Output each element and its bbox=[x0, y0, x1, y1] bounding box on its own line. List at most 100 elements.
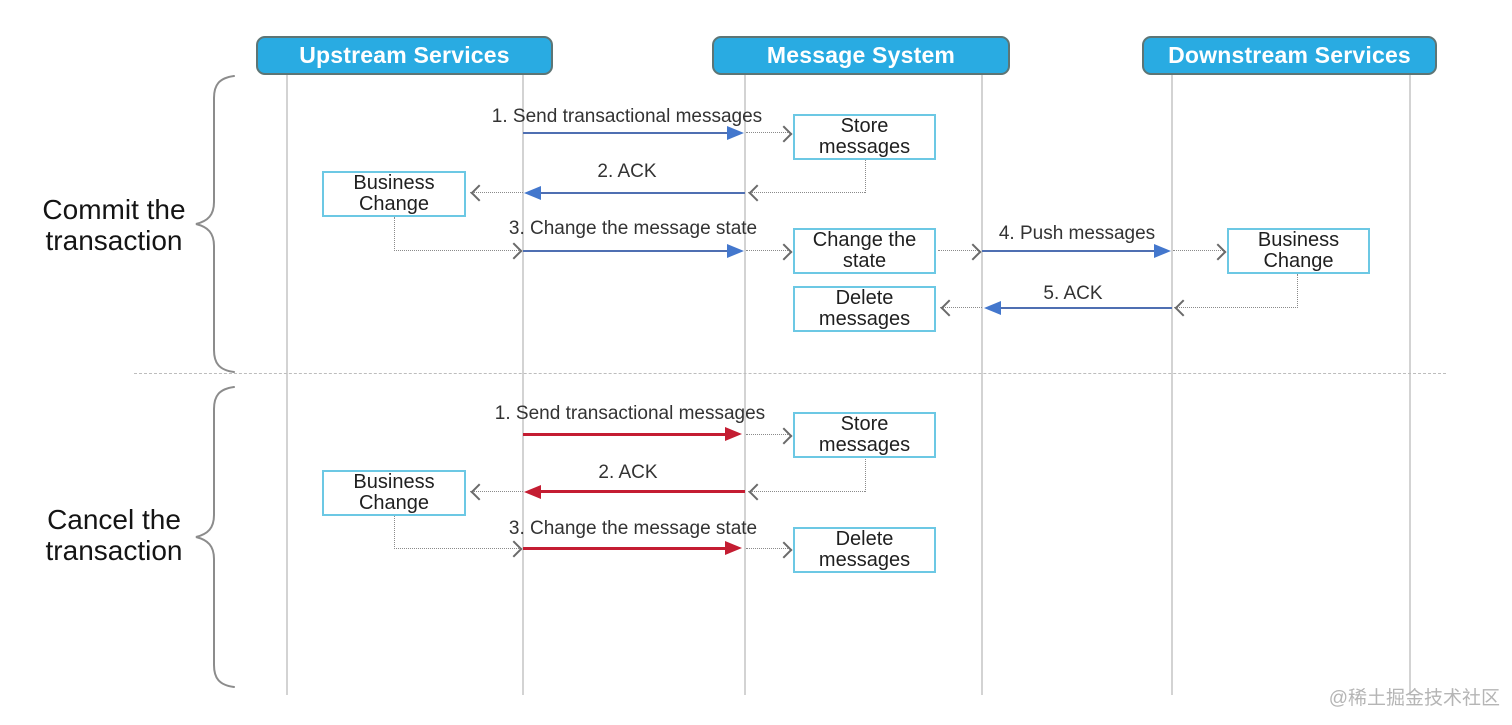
cancel-connector-3 bbox=[394, 548, 521, 549]
box-label-line: Business bbox=[1257, 229, 1340, 251]
lifeline-message-right bbox=[981, 74, 983, 695]
cancel-connector-3-drop bbox=[394, 514, 395, 549]
commit-message-5-label: 5. ACK bbox=[1043, 283, 1103, 304]
participant-label: Downstream Services bbox=[1168, 42, 1411, 68]
commit-connector-3-arrowhead bbox=[505, 242, 523, 260]
cancel-arrow-3 bbox=[523, 547, 725, 550]
box-label-line: Store bbox=[840, 413, 889, 435]
commit-arrow-4 bbox=[982, 250, 1155, 252]
commit-arrow-4-head bbox=[1154, 244, 1171, 258]
cancel-arrow-1 bbox=[523, 433, 725, 436]
commit-connector-5-left bbox=[940, 307, 982, 308]
participant-upstream-services: Upstream Services bbox=[256, 36, 553, 75]
participant-downstream-services: Downstream Services bbox=[1142, 36, 1437, 75]
participant-message-system: Message System bbox=[712, 36, 1010, 75]
section-divider bbox=[134, 373, 1446, 374]
commit-message-2-label: 2. ACK bbox=[597, 161, 657, 182]
cancel-store-messages-box: Store messages bbox=[793, 412, 936, 458]
box-label-line: messages bbox=[818, 136, 911, 158]
commit-connector-5-drop bbox=[1297, 274, 1298, 308]
commit-connector-4-right-arrowhead bbox=[1209, 243, 1227, 261]
box-label-line: Delete bbox=[835, 528, 894, 550]
cancel-arrow-1-head bbox=[725, 427, 742, 441]
watermark: @稀土掘金技术社区 bbox=[1328, 688, 1500, 709]
commit-section-label-line1: Commit the bbox=[42, 194, 186, 225]
commit-connector-1 bbox=[746, 132, 790, 133]
commit-connector-3-right-arrowhead bbox=[775, 243, 793, 261]
box-label-line: Business bbox=[353, 471, 435, 493]
commit-connector-4-left bbox=[938, 250, 980, 251]
commit-connector-3 bbox=[394, 250, 521, 251]
commit-connector-5-left-arrowhead bbox=[940, 299, 958, 317]
commit-message-3-label: 3. Change the message state bbox=[508, 218, 758, 239]
commit-arrow-3-head bbox=[727, 244, 744, 258]
cancel-connector-3-right bbox=[746, 548, 790, 549]
lifeline-message-left bbox=[744, 74, 746, 695]
cancel-connector-2-left bbox=[470, 491, 523, 492]
participant-label: Upstream Services bbox=[299, 42, 510, 68]
box-label-line: Store bbox=[840, 115, 889, 137]
lifeline-upstream-left bbox=[286, 74, 288, 695]
box-label-line: Change bbox=[1263, 250, 1334, 272]
cancel-connector-2-drop bbox=[865, 457, 866, 492]
box-label-line: messages bbox=[818, 308, 911, 330]
commit-business-change-upstream-box: Business Change bbox=[322, 171, 466, 217]
cancel-connector-3-arrowhead bbox=[505, 540, 523, 558]
cancel-section-label: Cancel the transaction bbox=[36, 504, 192, 566]
commit-brace bbox=[195, 75, 235, 373]
cancel-delete-messages-box: Delete messages bbox=[793, 527, 936, 573]
commit-connector-4-right bbox=[1173, 250, 1225, 251]
box-label-line: Change bbox=[358, 193, 430, 215]
participant-label: Message System bbox=[766, 42, 956, 68]
commit-delete-messages-box: Delete messages bbox=[793, 286, 936, 332]
commit-connector-2-left bbox=[470, 192, 523, 193]
commit-connector-2-left-arrowhead bbox=[470, 184, 488, 202]
cancel-connector-2-arrowhead bbox=[748, 483, 766, 501]
box-label-line: Business bbox=[353, 172, 435, 194]
box-label-line: Delete bbox=[835, 287, 894, 309]
commit-business-change-downstream-box: Business Change bbox=[1227, 228, 1370, 274]
commit-arrow-3 bbox=[523, 250, 727, 252]
commit-arrow-1-head bbox=[727, 126, 744, 140]
cancel-connector-2-left-arrowhead bbox=[470, 483, 488, 501]
commit-change-the-state-box: Change the state bbox=[793, 228, 936, 274]
lifeline-upstream-right bbox=[522, 74, 524, 695]
commit-connector-1-arrowhead bbox=[775, 125, 793, 143]
commit-connector-3-drop bbox=[394, 217, 395, 251]
cancel-message-2-label: 2. ACK bbox=[598, 462, 658, 483]
box-label-line: messages bbox=[818, 549, 911, 571]
commit-section-label: Commit the transaction bbox=[36, 194, 192, 256]
commit-arrow-2 bbox=[541, 192, 745, 194]
commit-store-messages-box: Store messages bbox=[793, 114, 936, 160]
commit-connector-5 bbox=[1174, 307, 1298, 308]
cancel-message-3-label: 3. Change the message state bbox=[508, 518, 758, 539]
commit-connector-2-drop bbox=[865, 160, 866, 193]
cancel-arrow-2-head bbox=[524, 485, 541, 499]
commit-section-label-line2: transaction bbox=[45, 225, 183, 256]
commit-arrow-5-head bbox=[984, 301, 1001, 315]
commit-connector-3-right bbox=[746, 250, 790, 251]
cancel-brace bbox=[195, 386, 235, 688]
commit-message-1-label: 1. Send transactional messages bbox=[491, 106, 763, 127]
cancel-connector-1 bbox=[746, 434, 790, 435]
box-label-line: state bbox=[842, 250, 887, 272]
cancel-message-1-label: 1. Send transactional messages bbox=[494, 403, 766, 424]
cancel-connector-2 bbox=[748, 491, 865, 492]
lifeline-downstream-right bbox=[1409, 74, 1411, 695]
commit-arrow-1 bbox=[523, 132, 727, 134]
cancel-connector-3-right-arrowhead bbox=[775, 541, 793, 559]
cancel-business-change-box: Business Change bbox=[322, 470, 466, 516]
commit-message-4-label: 4. Push messages bbox=[998, 223, 1156, 244]
cancel-section-label-line2: transaction bbox=[45, 535, 183, 566]
commit-connector-2-arrowhead bbox=[748, 184, 766, 202]
box-label-line: messages bbox=[818, 434, 911, 456]
cancel-connector-1-arrowhead bbox=[775, 427, 793, 445]
commit-arrow-5 bbox=[1001, 307, 1172, 309]
commit-connector-4-left-arrowhead bbox=[964, 243, 982, 261]
commit-arrow-2-head bbox=[524, 186, 541, 200]
box-label-line: Change the bbox=[812, 229, 917, 251]
commit-connector-2 bbox=[748, 192, 865, 193]
cancel-arrow-2 bbox=[541, 490, 745, 493]
lifeline-downstream-left bbox=[1171, 74, 1173, 695]
